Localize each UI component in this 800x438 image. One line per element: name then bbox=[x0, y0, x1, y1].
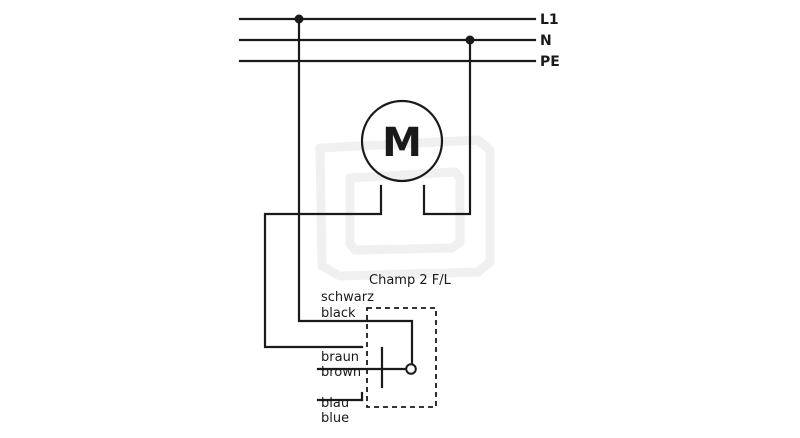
motor-label: M bbox=[382, 120, 422, 166]
label-schwarz: schwarz bbox=[321, 290, 374, 305]
motor-symbol bbox=[360, 99, 444, 183]
watermark-logo bbox=[315, 135, 495, 281]
label-brown: brown bbox=[321, 365, 361, 380]
rail-n-label: N bbox=[540, 33, 552, 49]
device-box bbox=[366, 307, 437, 408]
label-blau: blau bbox=[321, 396, 349, 411]
device-name: Champ 2 F/L bbox=[369, 273, 452, 288]
wire-neutral-motor bbox=[422, 38, 472, 216]
rail-l1-label: L1 bbox=[540, 12, 559, 28]
switch-terminal bbox=[405, 363, 417, 375]
rail-pe-label: PE bbox=[540, 54, 560, 70]
label-braun: braun bbox=[321, 350, 359, 365]
label-black: black bbox=[321, 306, 356, 321]
wire-motor-brown bbox=[263, 184, 383, 349]
label-blue: blue bbox=[321, 411, 349, 426]
wire-black bbox=[297, 17, 414, 370]
